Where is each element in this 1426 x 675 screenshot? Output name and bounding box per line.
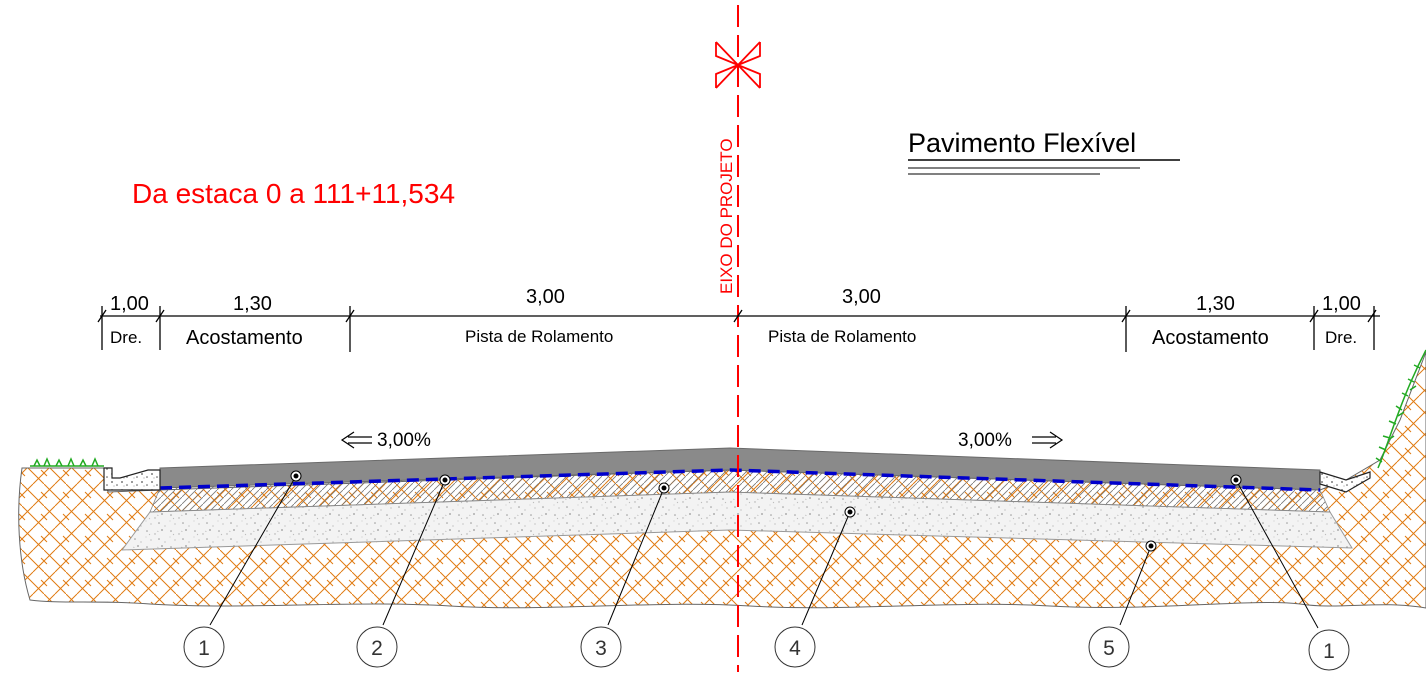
callout-2: 2 bbox=[371, 637, 383, 660]
dimension-line bbox=[97, 306, 1380, 352]
slope-right-arrow-icon bbox=[1032, 431, 1064, 449]
dim-right-shoulder: 1,30 bbox=[1196, 293, 1235, 315]
drawing-title: Pavimento Flexível bbox=[908, 128, 1136, 158]
station-range: Da estaca 0 a 111+11,534 bbox=[132, 178, 455, 209]
section-right-shoulder: Acostamento bbox=[1152, 327, 1269, 349]
callout-4: 4 bbox=[789, 637, 801, 660]
callout-leaders bbox=[209, 470, 1319, 629]
dim-right-lane: 3,00 bbox=[842, 286, 881, 308]
callout-1-right: 1 bbox=[1323, 640, 1335, 663]
dim-right-drain: 1,00 bbox=[1322, 293, 1361, 315]
prime-coat-line bbox=[159, 468, 1321, 492]
slope-left: 3,00% bbox=[377, 430, 431, 451]
section-right-drain: Dre. bbox=[1325, 328, 1357, 347]
axis-symbol-icon bbox=[715, 41, 761, 89]
callout-3: 3 bbox=[595, 637, 607, 660]
callout-1-left: 1 bbox=[198, 637, 210, 660]
callout-bubbles bbox=[183, 626, 1350, 671]
slope-left-arrow-icon bbox=[340, 431, 372, 449]
section-left-lane: Pista de Rolamento bbox=[465, 327, 613, 346]
section-left-shoulder: Acostamento bbox=[186, 327, 303, 349]
axis-label: EIXO DO PROJETO bbox=[717, 138, 736, 294]
dim-left-shoulder: 1,30 bbox=[233, 293, 272, 315]
left-drain-gutter bbox=[103, 467, 161, 491]
callout-5: 5 bbox=[1103, 637, 1115, 660]
right-drain-gutter bbox=[1319, 471, 1371, 493]
grass-right bbox=[1375, 349, 1426, 469]
dim-left-lane: 3,00 bbox=[526, 286, 565, 308]
grass-left bbox=[30, 457, 104, 467]
section-right-lane: Pista de Rolamento bbox=[768, 327, 916, 346]
slope-right: 3,00% bbox=[958, 430, 1012, 451]
section-left-drain: Dre. bbox=[110, 328, 142, 347]
dim-left-drain: 1,00 bbox=[110, 293, 149, 315]
